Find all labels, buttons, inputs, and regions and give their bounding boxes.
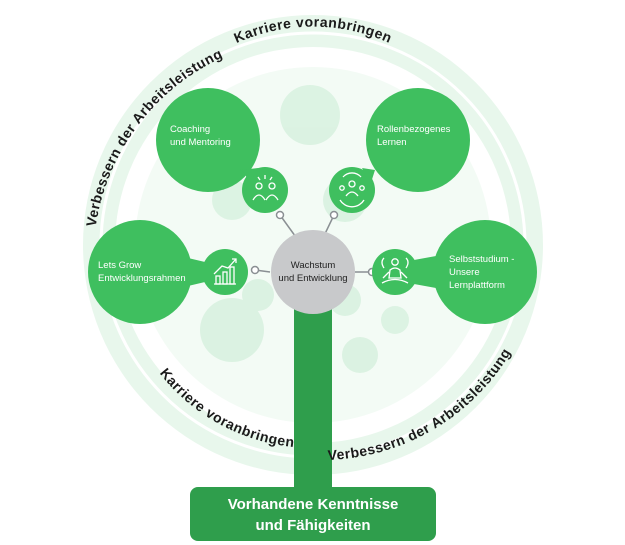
- node-coaching-line2: und Mentoring: [170, 137, 231, 148]
- node-rollen-line2: Lernen: [377, 137, 407, 148]
- center-hub: [271, 230, 355, 314]
- base-line2: und Fähigkeiten: [255, 517, 370, 534]
- node-rollen: Rollenbezogenes Lernen: [329, 88, 470, 213]
- node-selbst-line3: Lernplattform: [449, 280, 505, 291]
- role-cycle-icon: [339, 172, 365, 208]
- center-line1: Wachstum: [291, 260, 336, 271]
- tree-stem: [294, 300, 332, 496]
- node-selbst-line1: Selbststudium -: [449, 254, 514, 265]
- node-coaching: Coaching und Mentoring: [156, 88, 288, 213]
- base-block: [190, 487, 436, 541]
- team-collaboration-icon: [252, 175, 279, 201]
- node-letsgrow-line1: Lets Grow: [98, 260, 141, 271]
- node-letsgrow: Lets Grow Entwicklungsrahmen: [88, 220, 248, 324]
- meditation-icon: [381, 257, 409, 284]
- node-selbst: Selbststudium - Unsere Lernplattform: [372, 220, 537, 324]
- base-line1: Vorhandene Kenntnisse: [228, 496, 399, 513]
- node-rollen-line1: Rollenbezogenes: [377, 124, 451, 135]
- node-letsgrow-line2: Entwicklungsrahmen: [98, 273, 186, 284]
- growth-chart-icon: [213, 258, 237, 285]
- node-coaching-line1: Coaching: [170, 124, 210, 135]
- node-selbst-line2: Unsere: [449, 267, 480, 278]
- center-line2: und Entwicklung: [278, 273, 347, 284]
